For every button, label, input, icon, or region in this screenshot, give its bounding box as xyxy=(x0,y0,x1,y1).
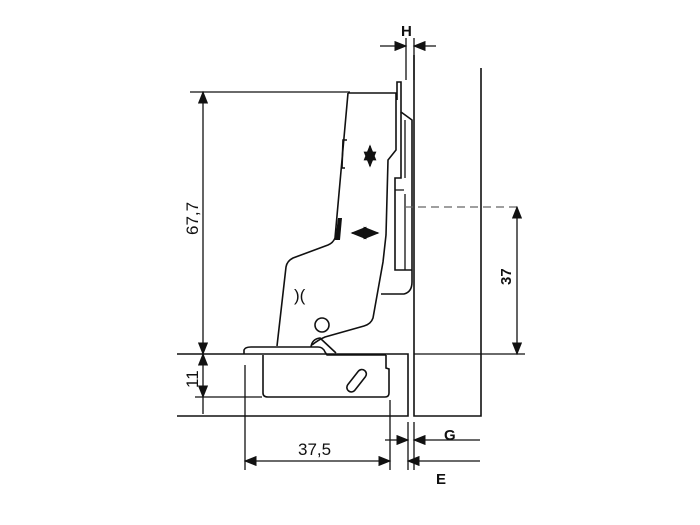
dimension-37: 37 xyxy=(498,205,523,356)
svg-text:G: G xyxy=(444,427,456,444)
dimension-e: E xyxy=(406,455,480,488)
svg-text:11: 11 xyxy=(183,370,202,388)
cabinet-side-panel xyxy=(413,55,525,417)
door-panel xyxy=(177,353,409,417)
dimension-37-5: 37,5 xyxy=(243,365,392,470)
hinge-cup xyxy=(243,337,390,398)
dimension-g: G xyxy=(385,422,480,470)
dimension-67-7: 67,7 xyxy=(183,90,350,356)
svg-text:E: E xyxy=(436,471,446,488)
hinge-arm: )( xyxy=(276,92,397,347)
svg-text:37,5: 37,5 xyxy=(298,440,331,459)
svg-text:H: H xyxy=(401,23,412,40)
svg-text:67,7: 67,7 xyxy=(183,202,202,235)
svg-text:37: 37 xyxy=(498,268,515,285)
dimension-11: 11 xyxy=(183,352,262,414)
hinge-mark: )( xyxy=(294,286,306,305)
dimension-h: H xyxy=(380,23,436,80)
